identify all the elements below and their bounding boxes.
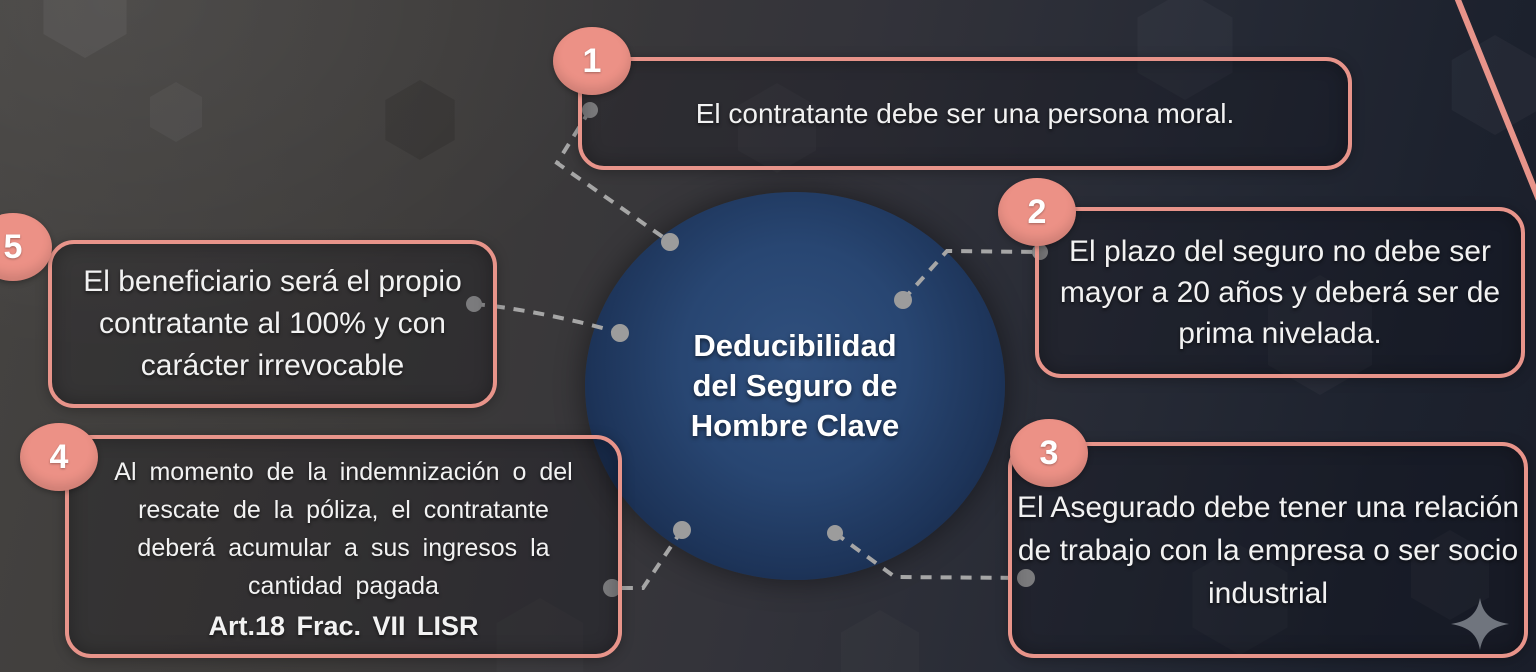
requirement-card-1: El contratante debe ser una persona mora… [578, 57, 1352, 170]
requirement-card-2: El plazo del seguro no debe ser mayor a … [1035, 207, 1525, 378]
step-badge-4: 4 [20, 423, 98, 491]
central-topic-circle: Deducibilidad del Seguro de Hombre Clave [585, 192, 1005, 580]
requirement-card-3: El Asegurado debe tener una relación de … [1008, 442, 1528, 658]
card-4-legal-reference: Art.18 Frac. VII LISR [208, 610, 479, 641]
card-4-text: Al momento de la indemnización o del res… [114, 457, 573, 600]
step-number: 1 [582, 41, 602, 80]
diagonal-accent-line [1454, 0, 1536, 201]
requirement-card-5: El beneficiario será el propio contratan… [48, 240, 497, 408]
step-number: 3 [1039, 433, 1059, 472]
step-badge-3: 3 [1010, 419, 1088, 487]
hexagon-shape [1452, 35, 1536, 135]
card-5-text: El beneficiario será el propio contratan… [83, 265, 462, 382]
step-badge-2: 2 [998, 178, 1076, 246]
card-3-text: El Asegurado debe tener una relación de … [1016, 490, 1520, 610]
step-number: 5 [3, 227, 23, 266]
step-number: 4 [49, 437, 69, 476]
step-badge-5: 5 [0, 213, 52, 281]
card-1-text: El contratante debe ser una persona mora… [695, 97, 1235, 129]
hexagon-shape [385, 80, 455, 160]
hexagon-shape [841, 610, 919, 672]
title-line-2: del Seguro de [692, 368, 898, 403]
step-number: 2 [1027, 192, 1047, 231]
hexagon-shape [150, 82, 202, 142]
central-topic-title: Deducibilidad del Seguro de Hombre Clave [691, 326, 899, 446]
step-badge-1: 1 [553, 27, 631, 95]
hexagon-shape [43, 0, 127, 58]
title-line-3: Hombre Clave [690, 408, 900, 443]
card-2-text: El plazo del seguro no debe ser mayor a … [1059, 235, 1501, 350]
requirement-card-4: Al momento de la indemnización o del res… [65, 435, 622, 658]
title-line-1: Deducibilidad [693, 328, 897, 363]
